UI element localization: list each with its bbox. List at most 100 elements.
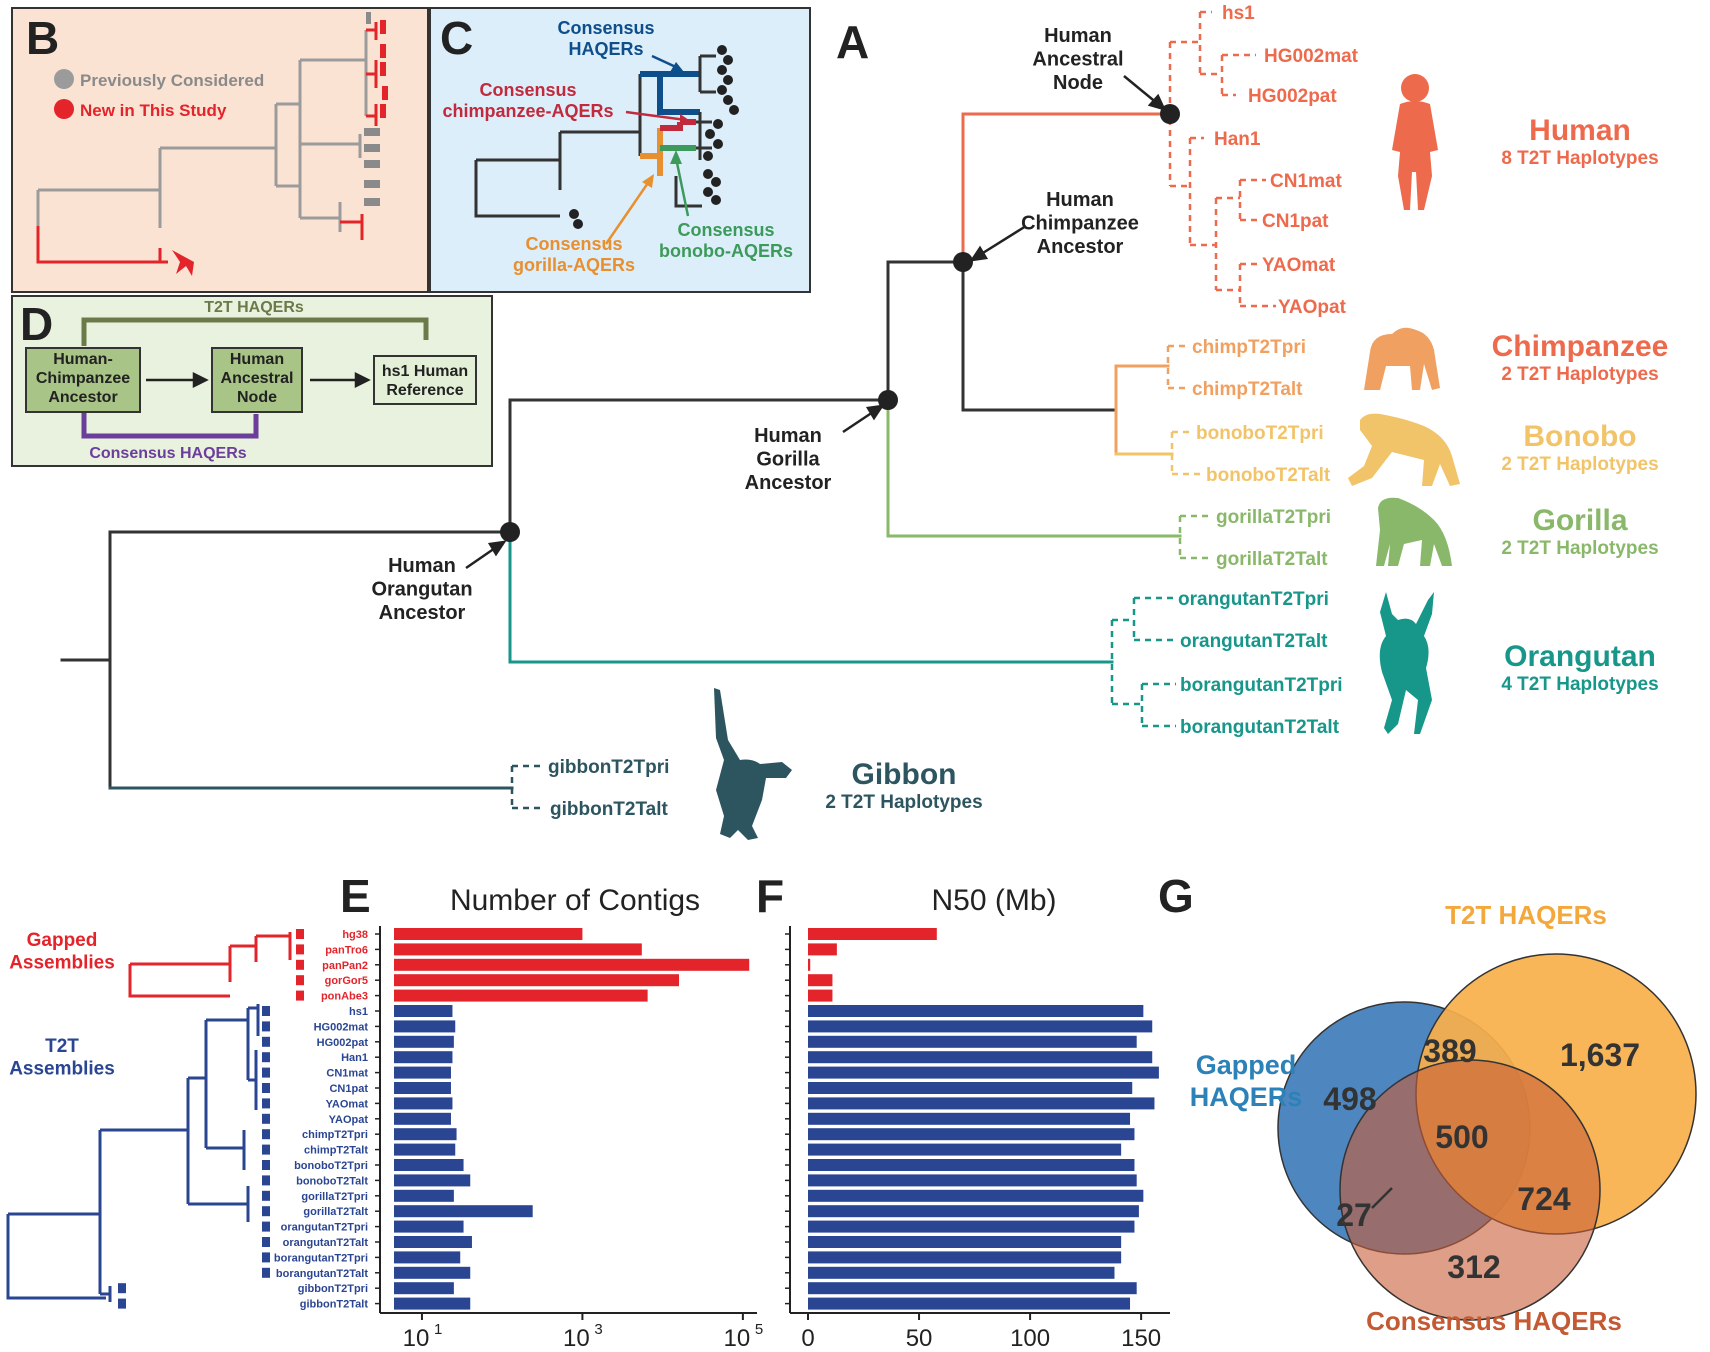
panel-e: E Number of Contigs hg38panTro6panPan2go… — [118, 870, 763, 1352]
panel-d-arrows — [146, 371, 371, 389]
category-label: borangutanT2Talt — [276, 1268, 368, 1280]
leaf-label: bonoboT2Tpri — [1196, 423, 1324, 444]
leaf-label: orangutanT2Talt — [1180, 631, 1328, 652]
x-tick-label: 100 — [1010, 1325, 1050, 1352]
species-mini-icon — [262, 1098, 270, 1109]
panel-letter-d: D — [20, 298, 53, 350]
tree-branch-orangutan — [508, 530, 1114, 664]
species-mini-icon — [262, 1190, 270, 1201]
bar — [808, 1251, 1122, 1264]
node-human-orangutan — [500, 522, 520, 542]
bar — [808, 1236, 1122, 1248]
gibbon-silhouette-icon — [714, 688, 792, 840]
bar — [394, 928, 583, 940]
tree-branch-pan — [961, 260, 1118, 412]
bar — [808, 1189, 1144, 1202]
bar — [394, 1128, 457, 1141]
species-mini-icon — [296, 959, 304, 970]
category-label: orangutanT2Talt — [283, 1237, 369, 1249]
species-mini-icon — [262, 1252, 270, 1263]
bar — [394, 1236, 472, 1248]
panel-b-tree — [36, 22, 378, 264]
category-label: gorillaT2Tpri — [301, 1191, 368, 1203]
bar — [808, 1297, 1131, 1310]
species-mini-icon — [262, 1206, 270, 1217]
x-tick-exponent: 3 — [594, 1321, 602, 1338]
panel-b: B Previously Considered New in This Stud… — [11, 7, 429, 293]
species-mini-icon — [262, 1144, 270, 1155]
category-label: YAOmat — [326, 1098, 369, 1110]
bar — [394, 1266, 471, 1279]
species-mini-icon — [296, 944, 304, 955]
bar — [808, 1159, 1135, 1171]
bar — [808, 1266, 1115, 1279]
chimp-subtree — [1166, 344, 1188, 390]
panel-letter-f: F — [756, 870, 784, 922]
leaf-label: chimpT2Talt — [1192, 379, 1303, 400]
bar — [808, 1174, 1137, 1187]
bar — [808, 1051, 1153, 1064]
human-subtree — [1168, 10, 1276, 308]
leaf-label: orangutanT2Tpri — [1178, 589, 1329, 610]
human-leaf-labels: hs1HG002matHG002patHan1CN1matCN1patYAOma… — [1214, 3, 1359, 318]
category-label: CN1mat — [326, 1068, 368, 1080]
bar — [394, 1112, 451, 1125]
bar — [394, 1174, 471, 1187]
category-label: bonoboT2Talt — [296, 1175, 368, 1187]
chart-title-contigs: Number of Contigs — [450, 884, 700, 917]
panel-c-background — [429, 7, 811, 293]
species-mini-icon — [262, 1175, 270, 1186]
bar — [808, 1066, 1159, 1079]
species-haplotypes: 2 T2T Haplotypes — [1501, 364, 1658, 385]
bar — [808, 1143, 1122, 1156]
bar — [394, 1066, 451, 1079]
box-human-chimp-ancestor — [25, 347, 141, 413]
panel-c-tips — [569, 45, 739, 229]
species-mini-icon — [262, 1021, 270, 1032]
arrow-human-chimp — [977, 224, 1027, 258]
bar — [394, 1159, 464, 1171]
bar — [808, 1220, 1135, 1233]
species-mini-icon — [262, 1052, 270, 1063]
gorilla-silhouette-icon — [1376, 497, 1452, 566]
bar — [394, 989, 648, 1002]
species-name: Gorilla — [1532, 504, 1627, 537]
panel-a: A — [60, 3, 1669, 840]
panel-b-gray-icons — [364, 12, 380, 206]
species-mini-icon — [262, 1129, 270, 1140]
leaf-label: YAOpat — [1278, 297, 1347, 318]
leaf-label: gorillaT2Talt — [1216, 549, 1328, 570]
bracket-consensus — [81, 412, 259, 439]
orangutan-leaf-labels: orangutanT2Tpri orangutanT2Talt borangutan… — [1178, 589, 1343, 738]
panel-letter-b: B — [26, 12, 59, 64]
category-label: Han1 — [341, 1052, 368, 1064]
bar — [808, 928, 937, 940]
species-name: Chimpanzee — [1492, 330, 1669, 363]
bar — [808, 1128, 1135, 1141]
legend-dot-previous — [54, 69, 74, 89]
gorilla-subtree — [1178, 514, 1212, 560]
category-label: panTro6 — [325, 944, 368, 956]
x-tick-label: 10 — [724, 1325, 751, 1352]
venn-circle-consensus — [1339, 1059, 1601, 1321]
legend-label-previous: Previously Considered — [80, 71, 264, 90]
bracket-t2t — [81, 317, 429, 346]
chart-title-n50: N50 (Mb) — [931, 884, 1056, 917]
leaf-label: gibbonT2Talt — [550, 799, 669, 820]
chimp-silhouette-icon — [1364, 327, 1440, 390]
bar — [808, 974, 833, 987]
bar — [394, 1035, 454, 1048]
bar — [808, 1082, 1133, 1094]
leaf-label: borangutanT2Talt — [1180, 717, 1340, 738]
